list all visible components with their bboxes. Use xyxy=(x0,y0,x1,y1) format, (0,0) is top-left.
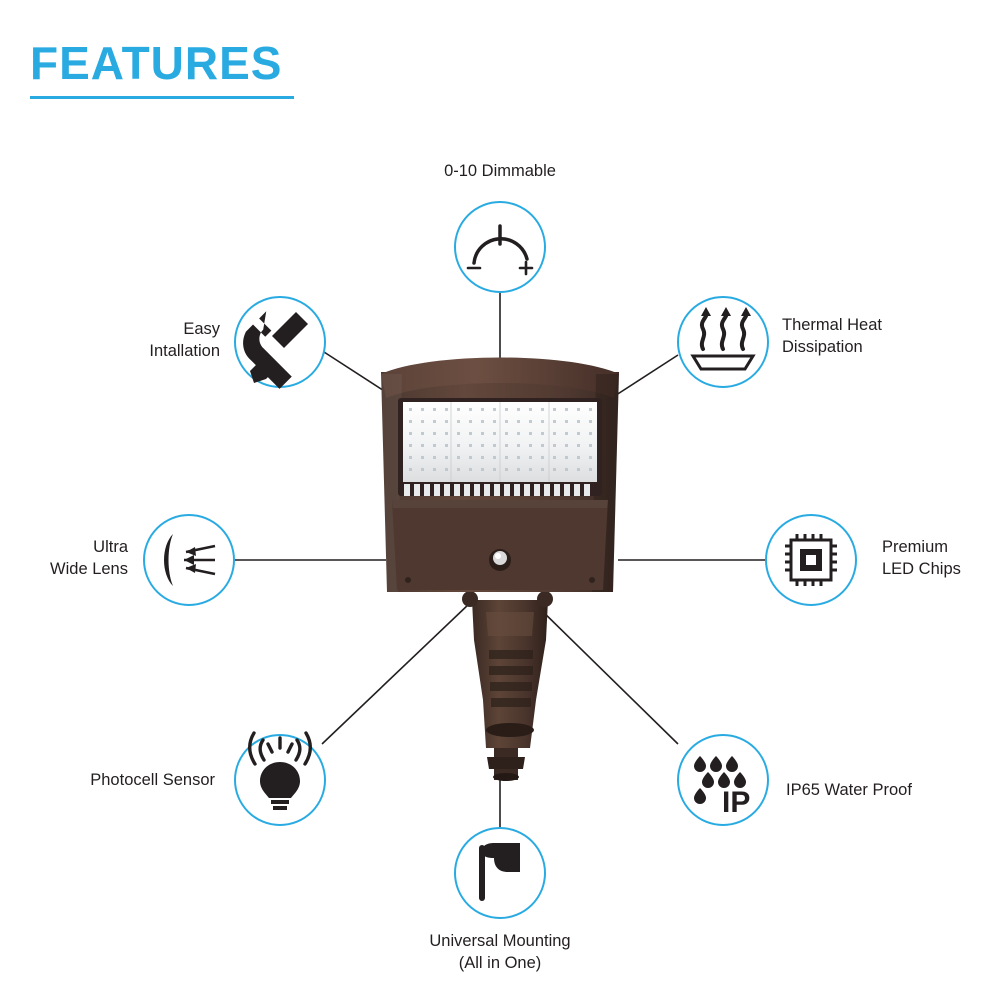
label-easy-installation: Easy Intallation xyxy=(149,320,220,360)
label-premium-led-chips: Premium LED Chips xyxy=(882,538,961,578)
wrench-screwdriver-icon xyxy=(234,296,326,389)
label-photocell-sensor: Photocell Sensor xyxy=(90,771,215,789)
water-drops-ip-icon: IP xyxy=(677,734,769,826)
universal-mounting-arm-icon xyxy=(454,827,546,919)
page-title: FEATURES xyxy=(30,40,294,99)
product-illustration xyxy=(381,357,619,781)
connector-lines xyxy=(234,292,766,828)
label-universal-mounting: Universal Mounting (All in One) xyxy=(429,932,571,972)
feature-icons: IP xyxy=(143,201,857,919)
label-dimmable: 0-10 Dimmable xyxy=(444,162,556,180)
page-title-text: FEATURES xyxy=(30,37,283,89)
label-ip65-water-proof: IP65 Water Proof xyxy=(786,781,912,799)
svg-text:IP: IP xyxy=(722,786,750,819)
photocell-sensor-icon xyxy=(234,731,326,826)
wide-lens-icon xyxy=(143,514,235,606)
led-dot-grid xyxy=(409,408,592,471)
label-thermal-heat-dissipation: Thermal Heat Dissipation xyxy=(782,316,882,356)
dimmer-knob-icon xyxy=(454,201,546,293)
title-underline xyxy=(30,96,294,99)
led-chip-icon xyxy=(765,514,857,606)
label-ultra-wide-lens: Ultra Wide Lens xyxy=(50,538,128,578)
heat-dissipation-arrows-icon xyxy=(677,296,769,388)
heat-sink-fins xyxy=(404,484,590,496)
